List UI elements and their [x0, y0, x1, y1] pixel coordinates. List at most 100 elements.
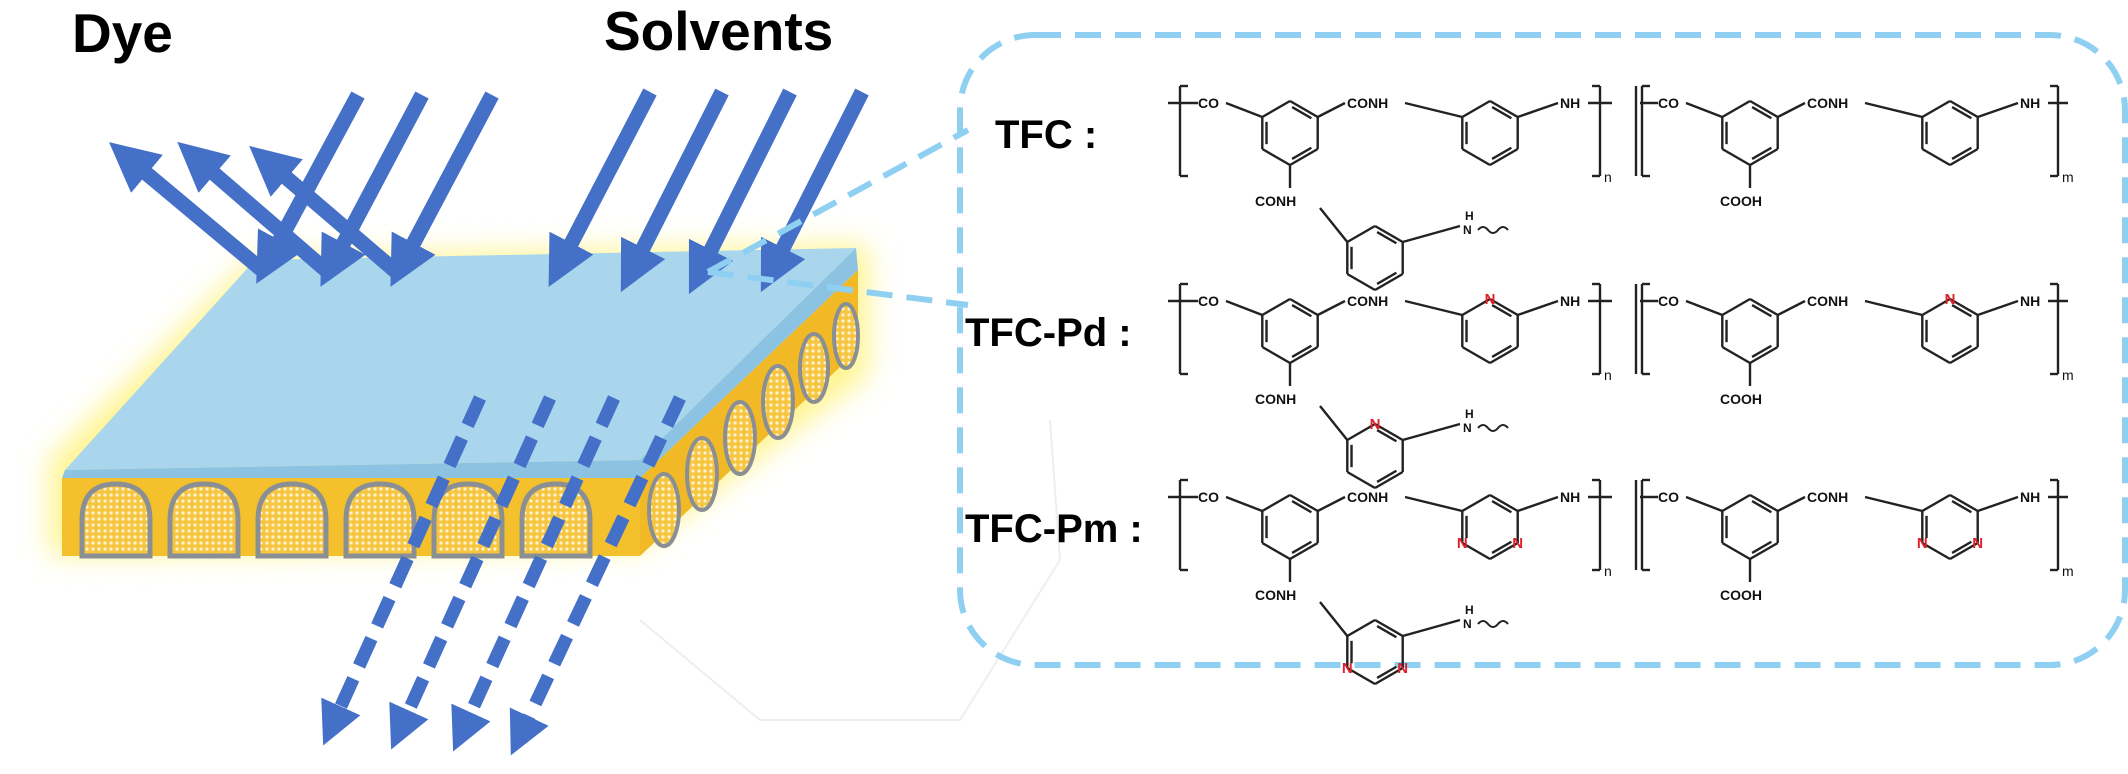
ring-nitrogen: N: [1917, 535, 1928, 552]
ring-nitrogen: N: [1945, 291, 1956, 308]
permeate-arrow-3: [451, 395, 620, 752]
ring-inner-bond: [1291, 146, 1312, 160]
bracket-open: [1178, 282, 1188, 376]
ring-bond: [1489, 147, 1519, 167]
bond-line: [1685, 299, 1723, 317]
ring-inner-bond: [1951, 146, 1972, 160]
ring-inner-bond: [1376, 469, 1397, 483]
dye-reflected-arrow-1: [109, 142, 267, 276]
dye-arrows: [109, 91, 499, 287]
bracket-close-n: n: [1592, 84, 1612, 185]
ring-inner-bond: [1751, 540, 1772, 554]
conh-group: CONH: [1347, 95, 1388, 111]
ring-bond: [1921, 99, 1951, 119]
ring-inner-bond: [1291, 106, 1312, 120]
bond-line: [1317, 101, 1346, 119]
callout-leader-bottom: [707, 269, 969, 308]
ring-bond: [1721, 99, 1751, 119]
bond-line: [1317, 299, 1346, 317]
bond-line: [1317, 495, 1346, 513]
bond-line: [1685, 495, 1723, 513]
callout-leader-top: [706, 127, 970, 275]
ring-bond: [1749, 345, 1779, 365]
solvent-incoming-arrow-2: [620, 88, 729, 293]
ring-bond: [1461, 493, 1491, 513]
bond-line: [1402, 422, 1461, 442]
ring-inner-bond: [1291, 304, 1312, 318]
ring-bond: [1261, 297, 1291, 317]
co-group-m: CO: [1658, 489, 1679, 505]
bond-line: [1977, 495, 2019, 513]
wavy-bond: [1477, 226, 1509, 234]
ring-bond: [1261, 147, 1291, 167]
central-benzene-ring-m: [1721, 99, 1779, 167]
conh-group-m: CONH: [1807, 489, 1848, 505]
nh-branch-h: H: [1465, 603, 1474, 617]
solvent-incoming-arrow-4: [760, 88, 869, 293]
ring-bond: [1489, 345, 1519, 365]
ring-bond: [1346, 272, 1376, 292]
ring-inner-bond: [1951, 540, 1972, 554]
ghost-outline: [639, 419, 1062, 721]
ring-inner-bond: [1751, 106, 1772, 120]
ring-bond: [1721, 147, 1751, 167]
ring-inner-bond: [1951, 304, 1972, 318]
ring-inner-bond: [1751, 146, 1772, 160]
solvent-arrows: [548, 88, 869, 295]
ring-bond: [1374, 618, 1404, 638]
ring-bond: [1346, 422, 1376, 442]
central-benzene-ring: [1261, 297, 1319, 365]
ring-bond: [1289, 147, 1319, 167]
linker-ring: [1461, 297, 1519, 365]
ring-bond: [1289, 99, 1319, 119]
dye-label: Dye: [72, 2, 173, 64]
zoom-callout: [706, 32, 2128, 668]
linker-ring-m: [1921, 493, 1979, 561]
ring-bond: [1749, 147, 1779, 167]
membrane-name-label: TFC-Pd :: [965, 311, 1132, 355]
ring-inner-bond: [1751, 500, 1772, 514]
pendant-ring: [1346, 618, 1404, 686]
ring-bond: [1374, 422, 1404, 442]
repeat-subscript: m: [2062, 169, 2074, 185]
ring-bond: [1374, 666, 1404, 686]
co-group-m: CO: [1658, 293, 1679, 309]
ring-bond: [1949, 493, 1979, 513]
cooh-group: COOH: [1720, 193, 1762, 209]
nh-group-m: NH: [2020, 489, 2040, 505]
ring-bond: [1489, 541, 1519, 561]
ring-bond: [1261, 541, 1291, 561]
ring-bond: [1461, 99, 1491, 119]
ring-bond: [1374, 470, 1404, 490]
bracket-close-m: m: [2050, 478, 2074, 579]
ring-bond: [1921, 493, 1951, 513]
ring-bond: [1949, 99, 1979, 119]
ring-inner-bond: [1491, 304, 1512, 318]
ring-inner-bond: [1751, 304, 1772, 318]
permeate-arrows: [321, 395, 686, 756]
ring-nitrogen: N: [1512, 535, 1523, 552]
co-group: CO: [1198, 95, 1219, 111]
ring-bond: [1949, 147, 1979, 167]
ring-bond: [1489, 99, 1519, 119]
bond-line: [1225, 495, 1263, 513]
conh-group: CONH: [1347, 489, 1388, 505]
dye-reflected-arrow-3: [249, 145, 405, 281]
selective-layer-side-edge: [640, 248, 858, 478]
bond-line: [1225, 101, 1263, 119]
callout-box: [957, 32, 2128, 668]
ring-bond: [1261, 345, 1291, 365]
bond-line: [1864, 101, 1923, 119]
wavy-bond: [1477, 620, 1509, 628]
ring-bond: [1949, 345, 1979, 365]
ring-bond: [1261, 493, 1291, 513]
bond-line: [1517, 101, 1559, 119]
bracket-close-m: m: [2050, 282, 2074, 383]
bracket-open-m: [1640, 84, 1650, 178]
ring-inner-bond: [1491, 146, 1512, 160]
bracket-close-n: n: [1592, 478, 1612, 579]
membrane-name-label: TFC-Pm :: [965, 507, 1143, 551]
ring-bond: [1461, 541, 1491, 561]
